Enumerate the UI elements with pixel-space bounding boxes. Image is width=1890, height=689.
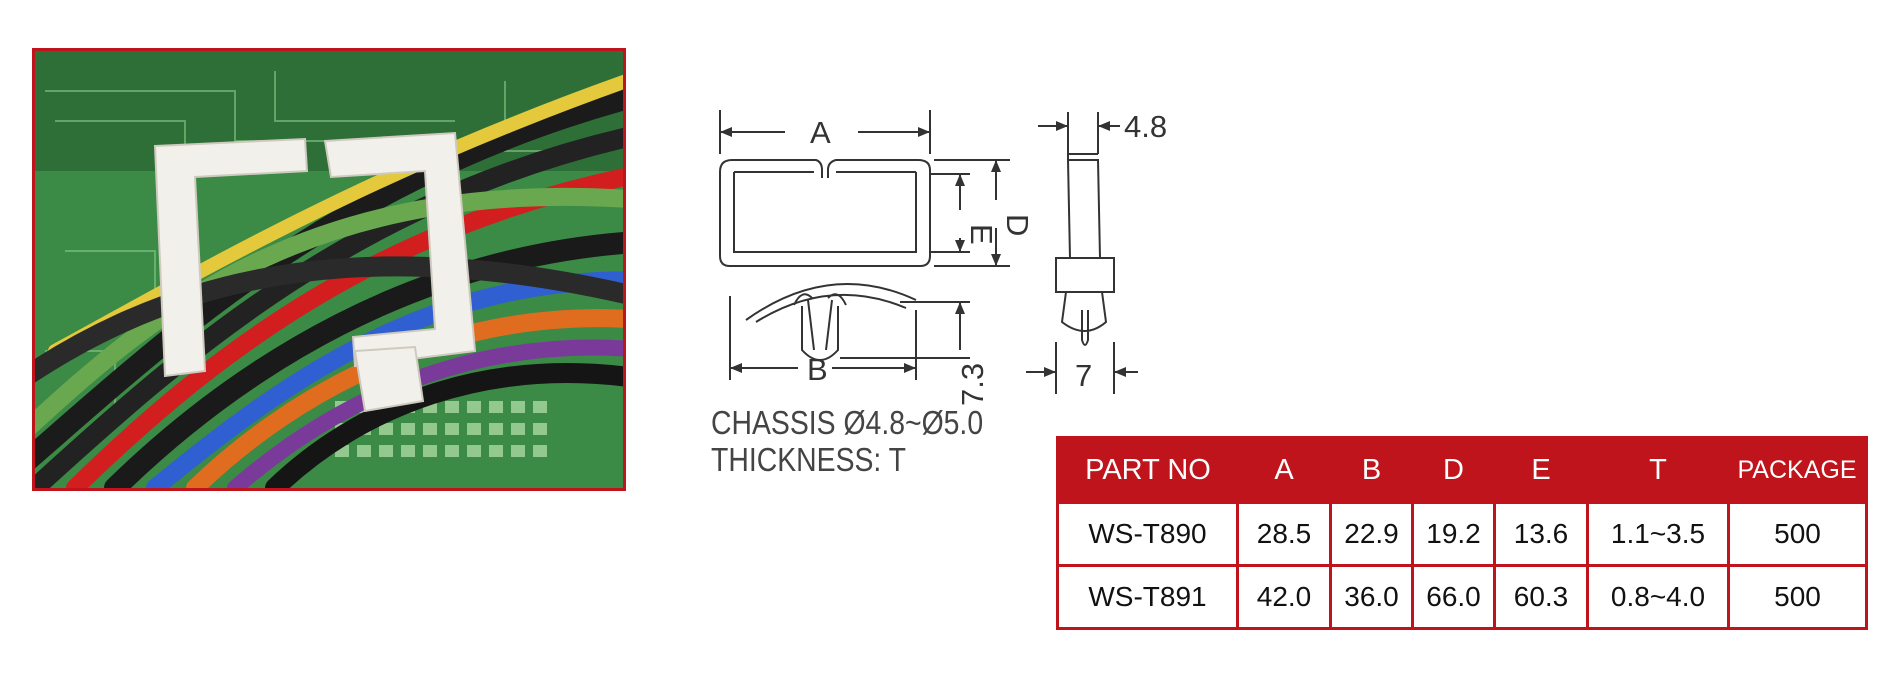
dim-label-height: 7.3 bbox=[955, 363, 990, 406]
dim-label-width: 7 bbox=[1075, 358, 1092, 393]
header-part-no: PART NO bbox=[1057, 437, 1238, 503]
cell-t: 0.8~4.0 bbox=[1586, 564, 1730, 630]
dim-label-b: B bbox=[807, 352, 828, 387]
thickness-note: THICKNESS: T bbox=[711, 441, 907, 478]
header-t: T bbox=[1587, 437, 1729, 503]
cell-d: 19.2 bbox=[1411, 501, 1496, 567]
cell-package: 500 bbox=[1727, 564, 1868, 630]
cell-t: 1.1~3.5 bbox=[1586, 501, 1730, 567]
dim-label-d: D bbox=[1000, 214, 1035, 236]
cell-e: 13.6 bbox=[1493, 501, 1589, 567]
chassis-note: CHASSIS Ø4.8~Ø5.0 bbox=[711, 404, 984, 441]
cell-d: 66.0 bbox=[1411, 564, 1496, 630]
dim-label-thickness: 4.8 bbox=[1124, 109, 1167, 144]
mounting-notes: CHASSIS Ø4.8~Ø5.0 THICKNESS: T bbox=[711, 404, 983, 478]
cell-b: 36.0 bbox=[1329, 564, 1414, 630]
cell-part-no: WS-T891 bbox=[1056, 564, 1239, 630]
cell-a: 42.0 bbox=[1236, 564, 1332, 630]
table-row: WS-T890 28.5 22.9 19.2 13.6 1.1~3.5 500 bbox=[1056, 501, 1868, 567]
spec-table: PART NO A B D E T PACKAGE WS-T890 28.5 2… bbox=[1056, 436, 1868, 630]
technical-drawing: A B E D 4.8 7.3 7 bbox=[690, 50, 1210, 490]
cell-package: 500 bbox=[1727, 501, 1868, 567]
header-d: D bbox=[1412, 437, 1495, 503]
cell-b: 22.9 bbox=[1329, 501, 1414, 567]
cell-e: 60.3 bbox=[1493, 564, 1589, 630]
product-photo bbox=[32, 48, 626, 491]
dim-label-e: E bbox=[964, 224, 999, 245]
cell-a: 28.5 bbox=[1236, 501, 1332, 567]
table-row: WS-T891 42.0 36.0 66.0 60.3 0.8~4.0 500 bbox=[1056, 564, 1868, 630]
header-b: B bbox=[1330, 437, 1413, 503]
header-package: PACKAGE bbox=[1728, 437, 1867, 503]
header-a: A bbox=[1237, 437, 1331, 503]
cell-part-no: WS-T890 bbox=[1056, 501, 1239, 567]
dim-label-a: A bbox=[810, 115, 831, 150]
table-header-row: PART NO A B D E T PACKAGE bbox=[1057, 437, 1867, 503]
header-e: E bbox=[1494, 437, 1588, 503]
